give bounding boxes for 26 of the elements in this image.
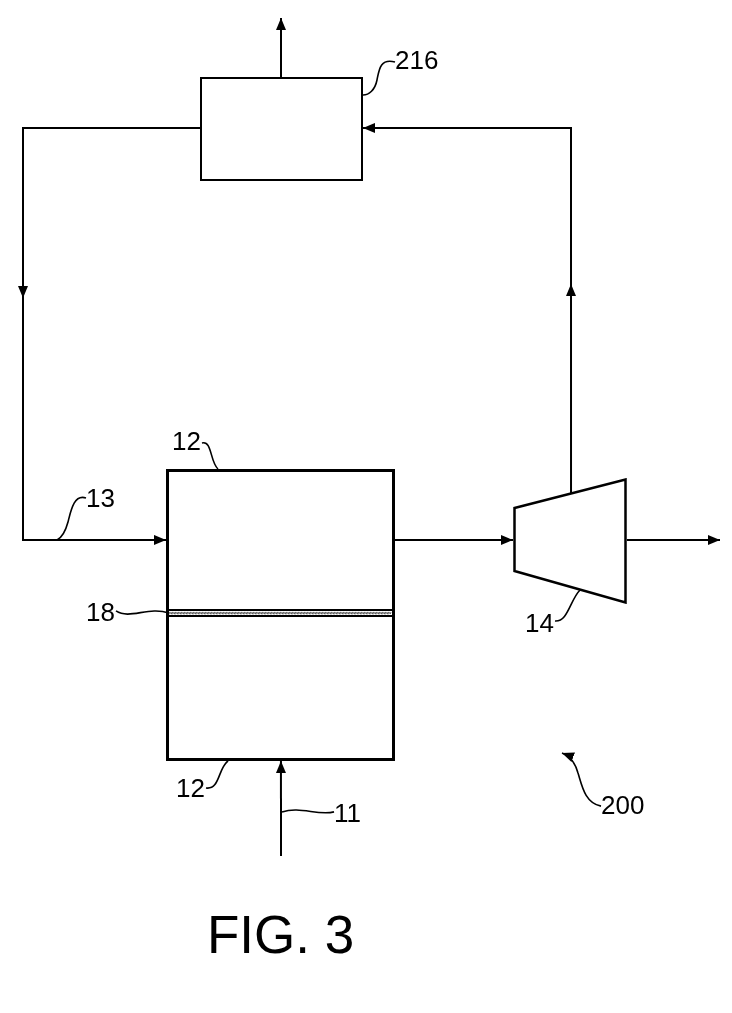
figure-caption: FIG. 3 bbox=[207, 908, 355, 961]
reference-numeral: 12 bbox=[172, 427, 202, 455]
process-box bbox=[200, 77, 363, 181]
leader-arrow bbox=[561, 752, 602, 807]
reference-numeral: 216 bbox=[395, 46, 439, 74]
leader-line bbox=[362, 60, 396, 96]
reference-numeral: 12 bbox=[176, 774, 206, 802]
flow-arrow bbox=[18, 126, 201, 545]
leader-line bbox=[281, 809, 335, 814]
leader-line bbox=[554, 589, 581, 622]
process-box bbox=[166, 469, 395, 761]
flow-arrow bbox=[276, 17, 286, 78]
leader-line bbox=[205, 760, 229, 789]
reference-numeral: 13 bbox=[86, 484, 116, 512]
flow-arrow bbox=[275, 760, 286, 857]
flow-arrow bbox=[394, 535, 514, 545]
flow-arrow bbox=[362, 122, 576, 494]
leader-line bbox=[56, 496, 87, 541]
membrane-band bbox=[169, 609, 392, 617]
leader-line bbox=[201, 441, 219, 470]
reference-numeral: 11 bbox=[334, 799, 364, 827]
turbine-symbol bbox=[513, 478, 627, 604]
reference-numeral: 14 bbox=[525, 609, 555, 637]
reference-numeral: 18 bbox=[86, 598, 116, 626]
reference-numeral: 200 bbox=[601, 791, 645, 819]
flow-arrow bbox=[626, 535, 721, 545]
